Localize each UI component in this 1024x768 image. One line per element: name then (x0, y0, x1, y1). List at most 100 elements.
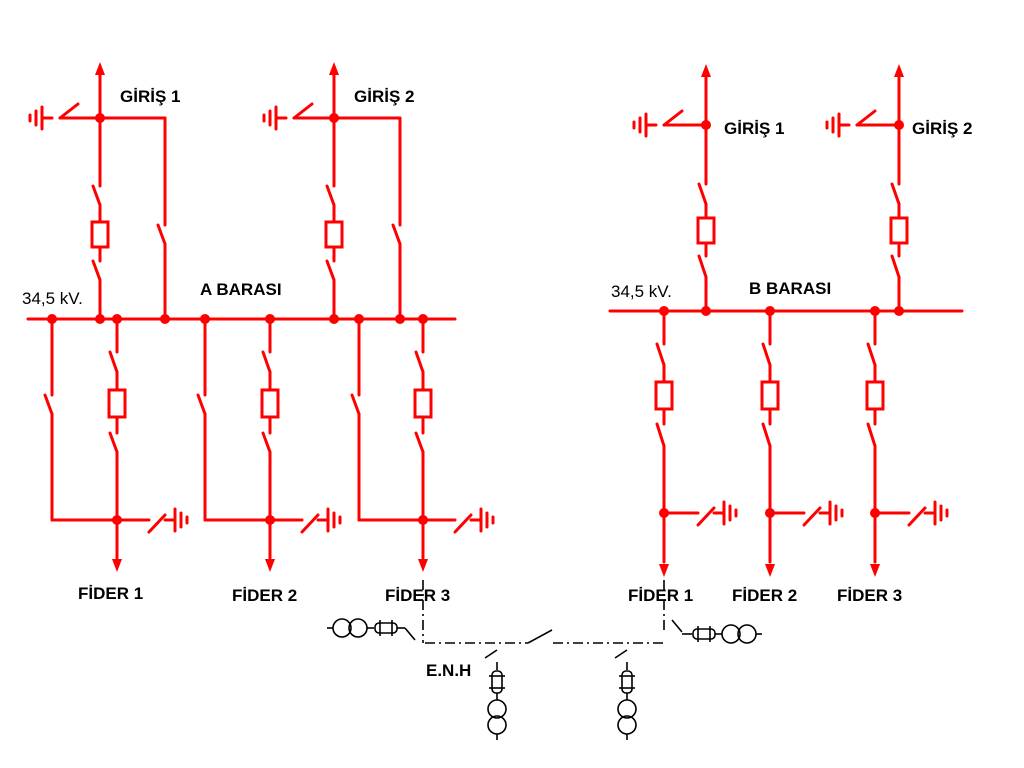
switch-blade (261, 350, 272, 374)
transformer-winding (487, 699, 507, 719)
junction-dot (47, 314, 57, 324)
switch-blade (414, 431, 425, 454)
a-fider1-label: FİDER 1 (78, 584, 143, 603)
current-transformer (491, 670, 503, 694)
switch-blade (414, 350, 425, 374)
earth-switch (147, 513, 167, 534)
switch-blade (91, 184, 102, 207)
breaker-box (107, 388, 127, 419)
junction-dot (160, 314, 170, 324)
red-circuit-lines (26, 70, 964, 564)
a-voltage-label: 34,5 kV. (22, 289, 83, 308)
b-bus-label: B BARASI (749, 279, 831, 298)
breaker-box (889, 216, 909, 245)
switch-blade (866, 422, 877, 448)
breaker-box (413, 388, 433, 419)
junction-dot (395, 314, 405, 324)
enh-switch (404, 627, 416, 641)
b-giris1-label: GİRİŞ 1 (724, 119, 784, 138)
earth-switch (907, 506, 927, 527)
switch-blade (655, 342, 666, 367)
arrow-up (701, 64, 711, 77)
switch-blade (156, 223, 167, 246)
junction-dot (354, 314, 364, 324)
earth-switch (300, 513, 320, 534)
arrow-up (329, 62, 339, 75)
junction-dot (659, 306, 669, 316)
junction-dot (418, 515, 428, 525)
current-transformer (374, 622, 398, 634)
junction-dot (265, 515, 275, 525)
enh-switch (484, 649, 498, 659)
b-fider2-label: FİDER 2 (732, 586, 797, 605)
a-giris2-label: GİRİŞ 2 (354, 87, 414, 106)
a-bus-label: A BARASI (200, 280, 282, 299)
enh-switch (527, 629, 553, 644)
current-transformer (692, 628, 716, 640)
switch-blade (108, 350, 119, 374)
switch-blade (655, 422, 666, 448)
earth-switch (696, 506, 716, 527)
switch-blade (350, 393, 361, 416)
arrow-up (894, 64, 904, 77)
junction-dot (659, 508, 669, 518)
transformer-winding (332, 618, 352, 638)
switch-blade (261, 431, 272, 454)
black-circuit-lines (327, 580, 762, 740)
earth-switch (855, 109, 877, 127)
junction-dot (95, 314, 105, 324)
enh-switch (671, 619, 683, 633)
earth-switch (662, 109, 684, 127)
junction-dot (112, 314, 122, 324)
breaker-box (654, 380, 674, 411)
switch-blade (761, 422, 772, 448)
junction-dot (418, 314, 428, 324)
junction-dot (765, 306, 775, 316)
switch-blade (866, 342, 877, 367)
b-voltage-label: 34,5 kV. (611, 282, 672, 301)
transformer-winding (617, 699, 637, 719)
switch-blade (91, 259, 102, 282)
junction-dot (112, 515, 122, 525)
transformer-winding (721, 624, 741, 644)
arrow-down (112, 559, 122, 572)
breaker-box (865, 380, 885, 411)
junction-dot (95, 113, 105, 123)
junction-dot (870, 306, 880, 316)
junction-dot (870, 508, 880, 518)
earth-switch (58, 102, 80, 120)
breaker-box (260, 388, 280, 419)
junction-dot (265, 314, 275, 324)
switch-blade (697, 254, 708, 279)
junction-dot (200, 314, 210, 324)
switch-blade (196, 393, 207, 416)
a-fider3-label: FİDER 3 (385, 586, 450, 605)
earth-switch (292, 102, 314, 120)
switch-blade (890, 182, 901, 206)
switch-blade (108, 431, 119, 454)
red-circuit-nodes (47, 62, 904, 577)
arrow-down (765, 564, 775, 577)
switch-blade (391, 223, 402, 246)
junction-dot (329, 113, 339, 123)
breaker-box (324, 220, 344, 249)
arrow-down (265, 559, 275, 572)
switch-blade (890, 254, 901, 279)
current-transformer (621, 670, 633, 694)
earth-switch (802, 506, 822, 527)
b-giris2-label: GİRİŞ 2 (912, 119, 972, 138)
switch-blade (761, 342, 772, 367)
b-fider3-label: FİDER 3 (837, 586, 902, 605)
enh-switch (614, 649, 628, 659)
switch-blade (697, 182, 708, 206)
junction-dot (894, 120, 904, 130)
a-giris1-label: GİRİŞ 1 (120, 87, 180, 106)
a-fider2-label: FİDER 2 (232, 586, 297, 605)
junction-dot (765, 508, 775, 518)
junction-dot (701, 306, 711, 316)
breaker-box (90, 220, 110, 249)
b-fider1-label: FİDER 1 (628, 586, 693, 605)
arrow-up (95, 62, 105, 75)
breaker-box (696, 216, 716, 245)
